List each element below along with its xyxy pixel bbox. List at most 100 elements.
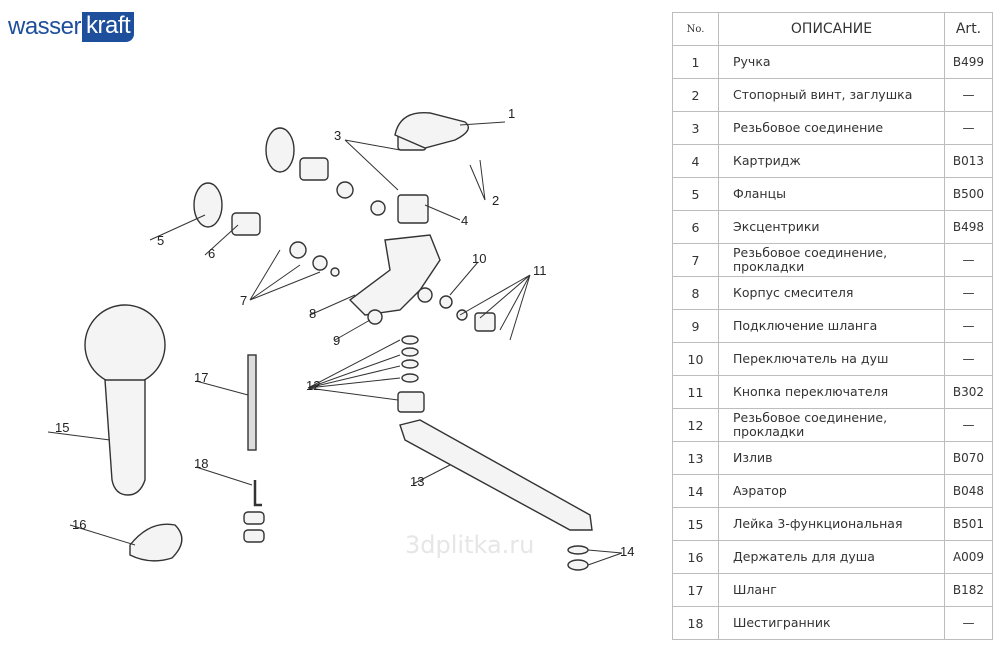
row-description: Эксцентрики (718, 210, 945, 244)
callout-15: 15 (55, 420, 69, 435)
row-article: B499 (944, 45, 993, 79)
row-article: B500 (944, 177, 993, 211)
row-description: Картридж (718, 144, 945, 178)
hose (247, 354, 257, 451)
row-number: 6 (672, 210, 719, 244)
shower-head (84, 304, 166, 386)
row-number: 3 (672, 111, 719, 145)
callout-10: 10 (472, 251, 486, 266)
handle (394, 111, 469, 149)
callout-4: 4 (461, 213, 468, 228)
row-article: B182 (944, 573, 993, 607)
table-header-row: No. ОПИСАНИЕ Art. (672, 12, 993, 46)
callout-9: 9 (333, 333, 340, 348)
leader-lines (47, 121, 623, 566)
row-article: — (944, 111, 993, 145)
row-number: 8 (672, 276, 719, 310)
row-article: — (944, 342, 993, 376)
row-article: B501 (944, 507, 993, 541)
row-article: B013 (944, 144, 993, 178)
row-number: 1 (672, 45, 719, 79)
row-article: — (944, 276, 993, 310)
callout-12: 12 (306, 378, 320, 393)
header-no: No. (672, 12, 719, 46)
eccentric-lower (231, 212, 261, 236)
row-description: Корпус смесителя (718, 276, 945, 310)
row-number: 9 (672, 309, 719, 343)
callout-16: 16 (72, 517, 86, 532)
row-article: — (944, 408, 993, 442)
callout-14: 14 (620, 544, 634, 559)
row-number: 16 (672, 540, 719, 574)
row-number: 10 (672, 342, 719, 376)
row-description: Аэратор (718, 474, 945, 508)
row-description: Излив (718, 441, 945, 475)
row-description: Резьбовое соединение (718, 111, 945, 145)
callout-18: 18 (194, 456, 208, 471)
row-article: — (944, 78, 993, 112)
row-number: 7 (672, 243, 719, 277)
callout-11: 11 (533, 263, 547, 278)
brand-kraft: kraft (82, 12, 135, 42)
row-description: Резьбовое соединение, прокладки (718, 408, 945, 442)
callout-2: 2 (492, 193, 499, 208)
row-description: Стопорный винт, заглушка (718, 78, 945, 112)
header-description: ОПИСАНИЕ (718, 12, 945, 46)
exploded-parts-diagram: 3dplitka.ru 1 2 3 4 5 6 7 8 9 10 11 12 1… (47, 106, 634, 571)
row-description: Резьбовое соединение, прокладки (718, 243, 945, 277)
row-number: 2 (672, 78, 719, 112)
callout-7: 7 (240, 293, 247, 308)
callout-17: 17 (194, 370, 208, 385)
row-article: — (944, 243, 993, 277)
eccentric-upper (299, 157, 329, 181)
flange-upper (265, 127, 295, 173)
row-number: 5 (672, 177, 719, 211)
row-description: Ручка (718, 45, 945, 79)
row-number: 14 (672, 474, 719, 508)
row-number: 15 (672, 507, 719, 541)
row-article: B302 (944, 375, 993, 409)
callout-13: 13 (410, 474, 424, 489)
row-article: B498 (944, 210, 993, 244)
mixer-body (348, 234, 441, 316)
row-article: — (944, 309, 993, 343)
row-description: Шестигранник (718, 606, 945, 640)
flange-lower (193, 182, 223, 228)
callout-3: 3 (334, 128, 341, 143)
row-article: — (944, 606, 993, 640)
row-description: Шланг (718, 573, 945, 607)
row-description: Фланцы (718, 177, 945, 211)
row-number: 4 (672, 144, 719, 178)
callout-1: 1 (508, 106, 515, 121)
brand-wasser: wasser (8, 13, 82, 40)
shower-holder (129, 523, 183, 562)
row-number: 17 (672, 573, 719, 607)
shower-handle (104, 379, 146, 496)
callout-numbers: 1 2 3 4 5 6 7 8 9 10 11 12 13 14 15 16 1… (55, 106, 634, 559)
parts-drawing (84, 111, 593, 571)
row-number: 18 (672, 606, 719, 640)
header-art: Art. (944, 12, 993, 46)
row-description: Подключение шланга (718, 309, 945, 343)
callout-5: 5 (157, 233, 164, 248)
